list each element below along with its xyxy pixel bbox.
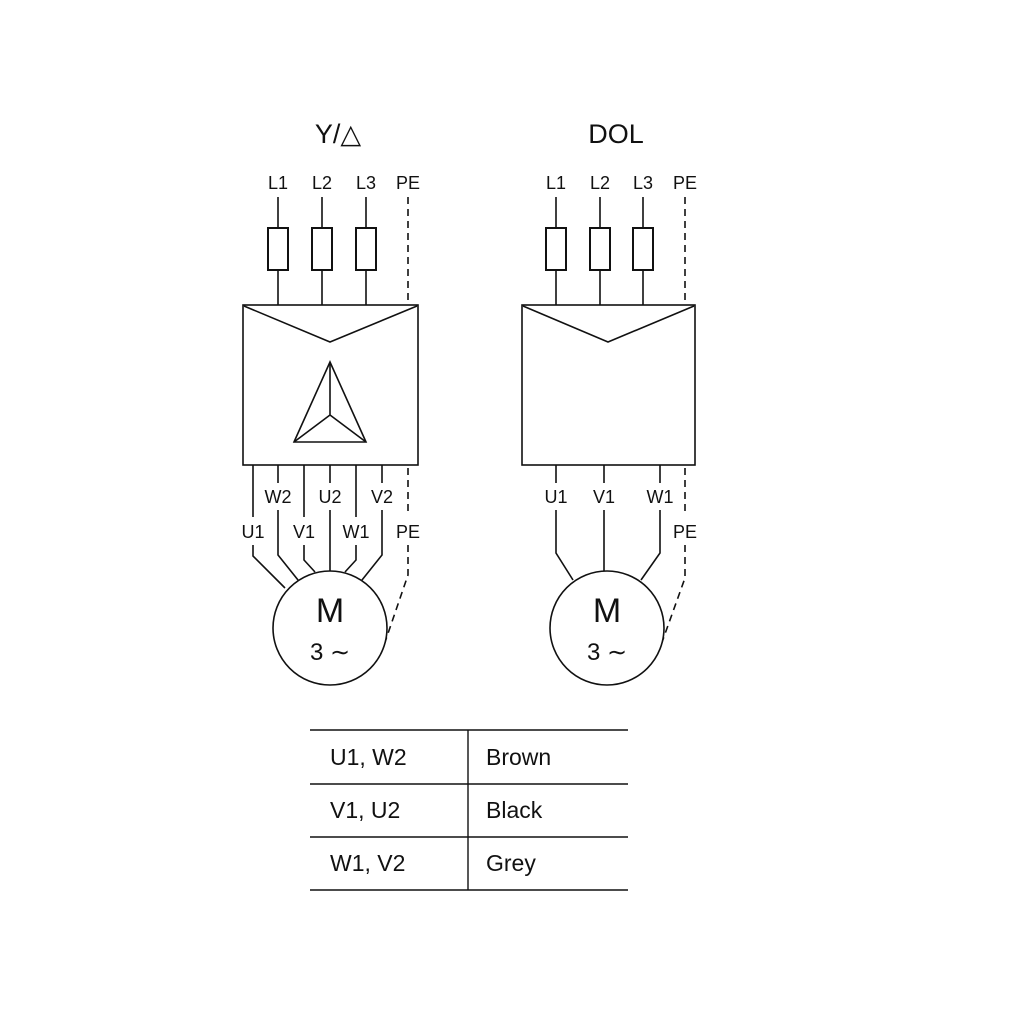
- fuse-l2: [311, 227, 333, 271]
- lead-label-v1: V1: [593, 487, 615, 507]
- table-row: V1, U2 Black: [330, 797, 543, 823]
- supply-label-pe: PE: [396, 173, 420, 193]
- motor-lead-wires-upper: [252, 465, 383, 517]
- table-cell-terminals: W1, V2: [330, 850, 405, 876]
- lead-label-u1: U1: [544, 487, 567, 507]
- supply-label-l3: L3: [356, 173, 376, 193]
- lead-label-v2: V2: [371, 487, 393, 507]
- motor: M 3 ∼: [272, 570, 388, 686]
- table-cell-color: Grey: [486, 850, 536, 876]
- fuse-l2: [589, 227, 611, 271]
- dol-title: DOL: [588, 119, 644, 149]
- lead-label-w1: W1: [647, 487, 674, 507]
- lead-label-u2: U2: [318, 487, 341, 507]
- wire-color-table: U1, W2 Brown V1, U2 Black W1, V2 Grey: [310, 729, 628, 891]
- supply-label-l2: L2: [590, 173, 610, 193]
- motor-circle: [272, 570, 388, 686]
- motor-lead-wires-lower: [252, 510, 383, 589]
- lead-label-v1: V1: [293, 522, 315, 542]
- table-row: U1, W2 Brown: [330, 744, 551, 770]
- table-grid-lines: [310, 729, 628, 891]
- star-delta-diagram: Y/△ L1 L2 L3 PE W2 U2 V2 U1 V1 W1: [241, 119, 420, 686]
- motor-lead-wires-upper: [555, 465, 661, 483]
- supply-label-l1: L1: [268, 173, 288, 193]
- fuse-l1: [267, 227, 289, 271]
- motor-phase-label: 3 ∼: [587, 639, 627, 666]
- fuse-l3: [355, 227, 377, 271]
- supply-label-pe: PE: [673, 173, 697, 193]
- supply-wires: [555, 197, 644, 228]
- starter-box: [521, 304, 696, 466]
- supply-wires: [277, 197, 367, 228]
- fuse-to-box-wires: [555, 270, 644, 305]
- pe-wire-bottom: [382, 468, 409, 649]
- motor-label: M: [316, 592, 344, 630]
- contactor-chevron: [243, 305, 418, 343]
- contactor-chevron: [522, 305, 695, 343]
- motor-circle: [549, 570, 665, 686]
- fuse-l3: [632, 227, 654, 271]
- lead-label-u1: U1: [241, 522, 264, 542]
- pe-wire-bottom: [660, 468, 686, 646]
- table-cell-terminals: U1, W2: [330, 744, 407, 770]
- star-delta-title: Y/△: [315, 119, 362, 149]
- fuse-to-box-wires: [277, 270, 367, 305]
- lead-label-w2: W2: [265, 487, 292, 507]
- lead-label-w1: W1: [343, 522, 370, 542]
- delta-symbol: [292, 360, 368, 443]
- table-cell-terminals: V1, U2: [330, 797, 400, 823]
- lead-label-pe: PE: [396, 522, 420, 542]
- supply-label-l2: L2: [312, 173, 332, 193]
- table-cell-color: Brown: [486, 744, 551, 770]
- motor-label: M: [593, 592, 621, 630]
- table-row: W1, V2 Grey: [330, 850, 536, 876]
- motor: M 3 ∼: [549, 570, 665, 686]
- table-cell-color: Black: [486, 797, 543, 823]
- dol-diagram: DOL L1 L2 L3 PE U1 V1 W1 PE M 3: [521, 119, 697, 686]
- fuse-l1: [545, 227, 567, 271]
- supply-label-l1: L1: [546, 173, 566, 193]
- supply-label-l3: L3: [633, 173, 653, 193]
- lead-label-pe: PE: [673, 522, 697, 542]
- motor-lead-wires-lower: [555, 510, 661, 581]
- motor-phase-label: 3 ∼: [310, 639, 350, 666]
